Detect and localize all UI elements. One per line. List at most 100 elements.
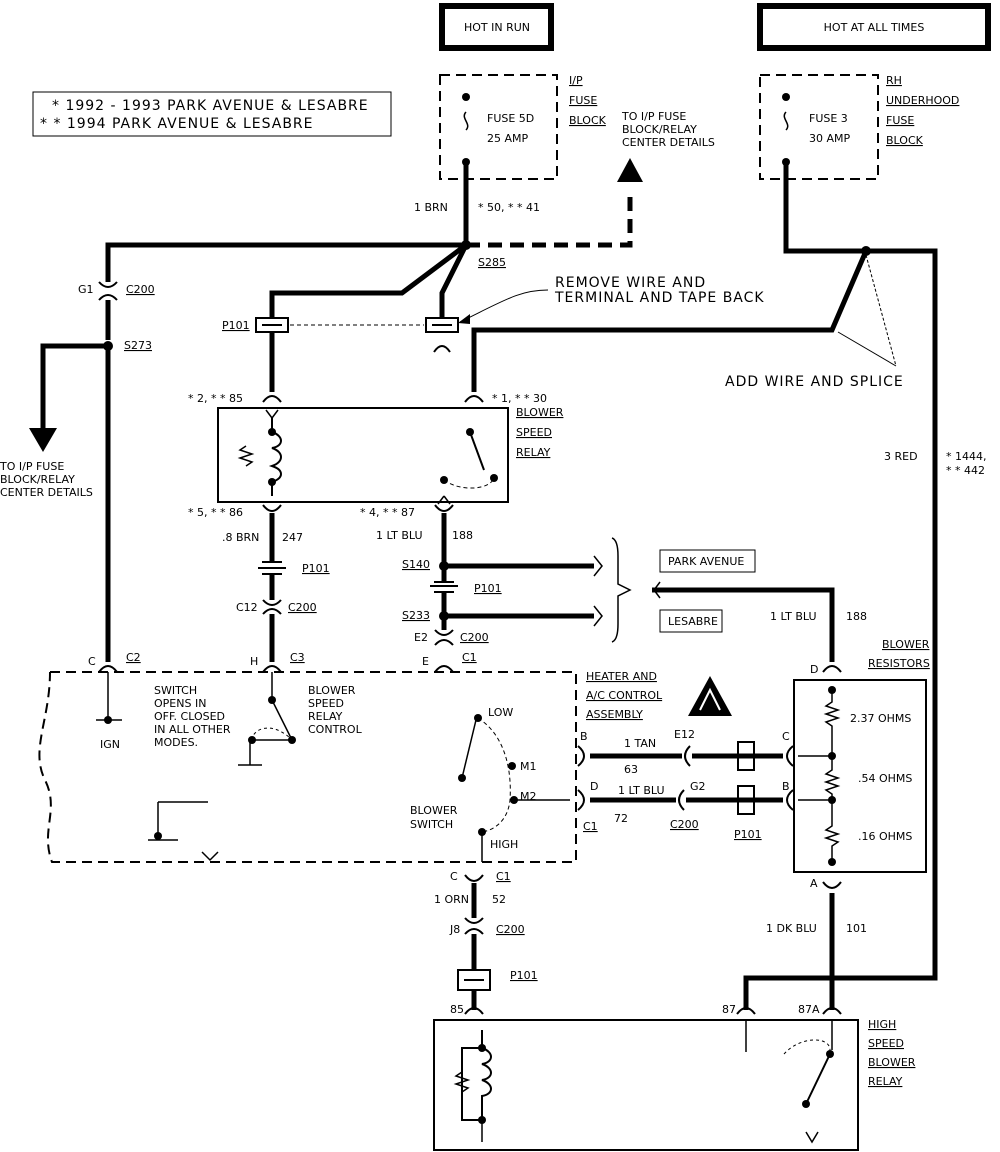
splice-pointer-1 [865,254,897,367]
fuse-3-dot-bottom [782,158,790,166]
relay-dot-4 [440,476,448,484]
wire-red3-color: 3 RED [884,450,918,463]
connector-relay-85 [262,395,282,403]
hvac-label-3: ASSEMBLY [586,708,643,721]
hvac-label-1: HEATER AND [586,670,657,683]
label-s140: S140 [402,558,430,571]
connector-relay-86 [262,504,282,512]
connector-c2 [98,665,118,673]
relay-dot-2 [268,478,276,486]
splice-s273 [103,341,113,351]
wire-s273-left [40,343,108,430]
blower-switch-1: BLOWER [410,804,458,817]
wire-brn-top-circuit: * 50, * * 41 [478,201,540,214]
label-s285: S285 [478,256,506,269]
wire-splice-new [471,250,869,392]
fuse-5d-block-1: I/P [569,74,583,87]
label-p101-b: P101 [302,562,330,575]
connector-hvac-d [577,789,585,811]
wire-52-color: 1 ORN [434,893,469,906]
wire-ip-dashed [466,190,633,248]
pin-d-hvac: D [590,780,598,793]
blower-resistors-1: BLOWER [882,638,930,651]
wire-188b-circuit: 188 [846,610,867,623]
wire-pa-res [652,587,835,662]
connector-c1-bot [464,874,484,882]
pin-87: 87 [722,1003,736,1016]
blower-speed-relay-box [217,407,509,503]
wire-brn-top-color: 1 BRN [414,201,448,214]
arrow-to-ip-left [29,428,57,452]
res-237: 2.37 OHMS [850,712,911,725]
hsbr-label-2: SPEED [868,1037,904,1050]
ctrl-dot-1 [268,696,276,704]
label-g2: G2 [690,780,706,793]
connector-res-a [822,881,842,889]
remove-note-1: REMOVE WIRE AND [555,275,706,291]
add-splice-note: ADD WIRE AND SPLICE [725,374,904,390]
to-ip-top-2: BLOCK/RELAY [622,123,697,136]
wire-72-circuit: 72 [614,812,628,825]
connector-p101a [255,317,289,333]
label-c1-top: C1 [462,651,477,664]
switch-note-4: IN ALL OTHER [154,723,231,736]
pin-c-bot: C [450,870,458,883]
legend-line-2: * * 1994 PARK AVENUE & LESABRE [40,116,314,132]
arrow-to-ip-top [617,158,643,182]
wire-s285-p101a [269,243,468,318]
connector-res-d [822,665,842,673]
ctrl-dot-2 [288,736,296,744]
connector-g1 [98,281,118,301]
legend-line-1: * 1992 - 1993 PARK AVENUE & LESABRE [52,98,369,114]
relay-resistor [237,445,255,467]
switch-dot-low [474,714,482,722]
hsbr-switch-dashed [783,1039,831,1055]
hsbr-coil-res [453,1071,471,1093]
park-avenue-box [659,549,756,573]
high-label: HIGH [490,838,518,851]
switch-dot-m1 [508,762,516,770]
wire-247-color: .8 BRN [222,531,259,544]
connector-res-b [786,789,794,811]
wire-tan-circuit: 63 [624,763,638,776]
wire-72-color: 1 LT BLU [618,784,665,797]
wire-188a-circuit: 188 [452,529,473,542]
res-dot-1 [828,686,836,694]
label-c2: C2 [126,651,141,664]
connector-p101b-bottom [433,345,451,353]
label-p101-a: P101 [222,319,250,332]
bsr-control-3: RELAY [308,710,343,723]
blower-resistors-2: RESISTORS [868,657,930,670]
fuse-3-dot-top [782,93,790,101]
relay-control-ground [238,740,262,766]
label-c12: C12 [236,601,258,614]
label-s233: S233 [402,609,430,622]
connector-relay-87 [434,504,454,512]
high-speed-relay-box [433,1019,859,1151]
relay-dot-5 [490,474,498,482]
low-label: LOW [488,706,513,719]
res-016: .16 OHMS [858,830,912,843]
splice-s285 [461,240,471,250]
splice-pointer-2 [837,331,897,367]
to-ip-left-3: CENTER DETAILS [0,486,93,499]
label-c200-g1: C200 [126,283,155,296]
fuse-5d-box [439,74,558,180]
wire-247-circuit: 247 [282,531,303,544]
fuse-3-element [783,111,789,131]
pin-d-res: D [810,663,818,676]
hsbr-dot-1 [478,1044,486,1052]
label-p101-c: P101 [474,582,502,595]
fuse-5d-rating: 25 AMP [487,132,529,145]
connector-hvac-b [577,745,585,767]
wire-101-circuit: 101 [846,922,867,935]
pin-1-30: * 1, * * 30 [492,392,547,405]
legend-box [32,91,392,137]
ign-lead [96,672,122,721]
res-dot-3 [828,796,836,804]
connector-hsbr-85 [464,1007,484,1015]
lesabre-label: LESABRE [668,615,718,628]
res-054: .54 OHMS [858,772,912,785]
connector-hsbr-87a [822,1007,842,1015]
label-c3: C3 [290,651,305,664]
